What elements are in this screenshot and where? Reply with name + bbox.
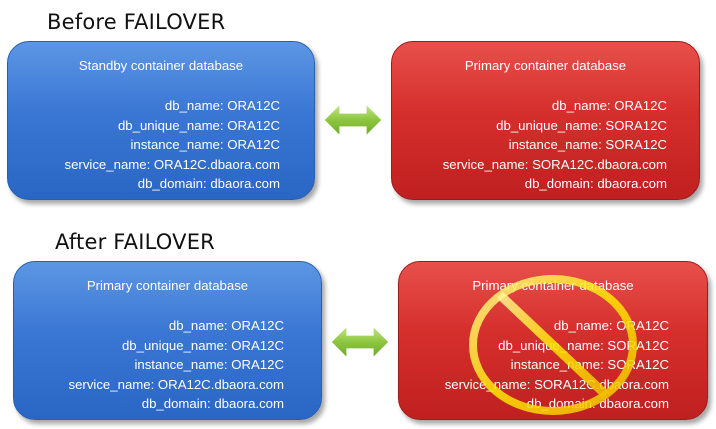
db-name: db_name: ORA12C	[164, 98, 280, 113]
service-name: service_name: ORA12C.dbaora.com	[64, 156, 281, 172]
db-domain: db_domain: dbaora.com	[137, 176, 280, 191]
primary-database-box: Primary container database db_name: ORA1…	[391, 41, 700, 200]
failed-database-box: Primary container database db_name: ORA1…	[398, 261, 708, 420]
instance-name: instance_name: SORA12C	[510, 357, 669, 372]
box-title: Primary container database	[472, 278, 634, 293]
after-failover-title: After FAILOVER	[55, 230, 215, 254]
double-arrow-icon	[323, 103, 383, 137]
before-failover-title: Before FAILOVER	[47, 10, 226, 34]
standby-database-box: Standby container database db_name: ORA1…	[7, 41, 315, 200]
database-properties: db_name: ORA12C db_unique_name: SORA12C …	[445, 316, 669, 414]
box-title: Standby container database	[78, 58, 244, 73]
instance-name: instance_name: ORA12C	[134, 357, 284, 372]
db-domain: db_domain: dbaora.com	[524, 176, 667, 191]
db-name: db_name: ORA12C	[551, 98, 667, 113]
new-primary-database-box: Primary container database db_name: ORA1…	[13, 261, 322, 420]
db-unique-name: db_unique_name: SORA12C	[498, 337, 669, 353]
box-title: Primary container database	[86, 278, 249, 293]
db-unique-name: db_unique_name: ORA12C	[117, 117, 280, 133]
db-name: db_name: ORA12C	[553, 318, 669, 333]
database-properties: db_name: ORA12C db_unique_name: SORA12C …	[443, 96, 667, 194]
db-name: db_name: ORA12C	[168, 318, 284, 333]
instance-name: instance_name: SORA12C	[508, 137, 667, 152]
service-name: service_name: SORA12C.dbaora.com	[444, 376, 669, 392]
database-properties: db_name: ORA12C db_unique_name: ORA12C i…	[65, 96, 281, 194]
service-name: service_name: SORA12C.dbaora.com	[442, 156, 667, 172]
db-unique-name: db_unique_name: ORA12C	[121, 337, 284, 353]
box-title: Primary container database	[464, 58, 627, 73]
instance-name: instance_name: ORA12C	[130, 137, 280, 152]
service-name: service_name: ORA12C.dbaora.com	[68, 376, 285, 392]
double-arrow-icon	[330, 325, 390, 359]
database-properties: db_name: ORA12C db_unique_name: ORA12C i…	[69, 316, 285, 414]
db-unique-name: db_unique_name: SORA12C	[496, 117, 667, 133]
db-domain: db_domain: dbaora.com	[526, 396, 669, 411]
db-domain: db_domain: dbaora.com	[141, 396, 284, 411]
